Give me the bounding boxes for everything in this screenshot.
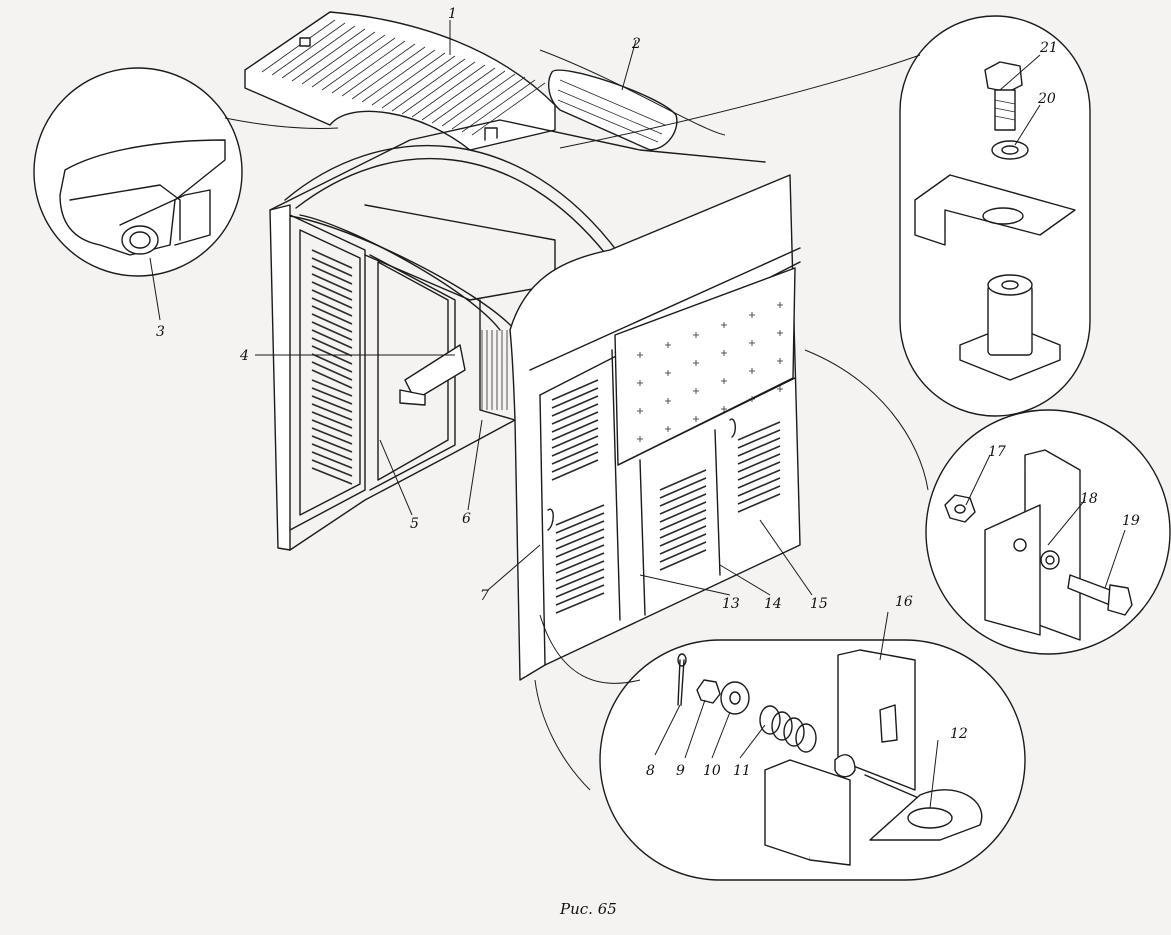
callout-9: 9 [676,763,685,779]
detail-circle-left [33,67,339,321]
callout-14: 14 [764,596,782,612]
callout-12: 12 [950,726,968,742]
callout-7: 7 [480,588,489,604]
callout-13: 13 [722,596,740,612]
callout-19: 19 [1122,513,1140,529]
callout-6: 6 [462,511,471,527]
callout-3: 3 [156,324,165,340]
callout-20: 20 [1037,91,1056,107]
front-panel [509,174,801,681]
detail-oval-latch [534,614,1026,881]
leader-lines [255,20,1126,809]
callout-21: 21 [1039,40,1058,56]
detail-oval-bolt [539,15,1091,417]
callout-4: 4 [239,348,249,364]
cabin-frame [269,119,766,551]
callout-15: 15 [810,596,828,612]
figure-caption: Рис. 65 [560,900,617,918]
callout-labels: 1 2 3 4 5 6 7 8 9 10 11 12 13 14 15 16 1… [156,6,1140,779]
callout-17: 17 [988,444,1006,460]
roof-panel [244,11,556,151]
callout-2: 2 [631,36,641,52]
callout-5: 5 [410,516,419,532]
callout-1: 1 [448,6,457,22]
callout-18: 18 [1080,491,1098,507]
callout-10: 10 [703,763,721,779]
callout-16: 16 [895,594,913,610]
callout-8: 8 [646,763,655,779]
detail-circle-right [804,349,1171,655]
callout-11: 11 [733,763,751,779]
